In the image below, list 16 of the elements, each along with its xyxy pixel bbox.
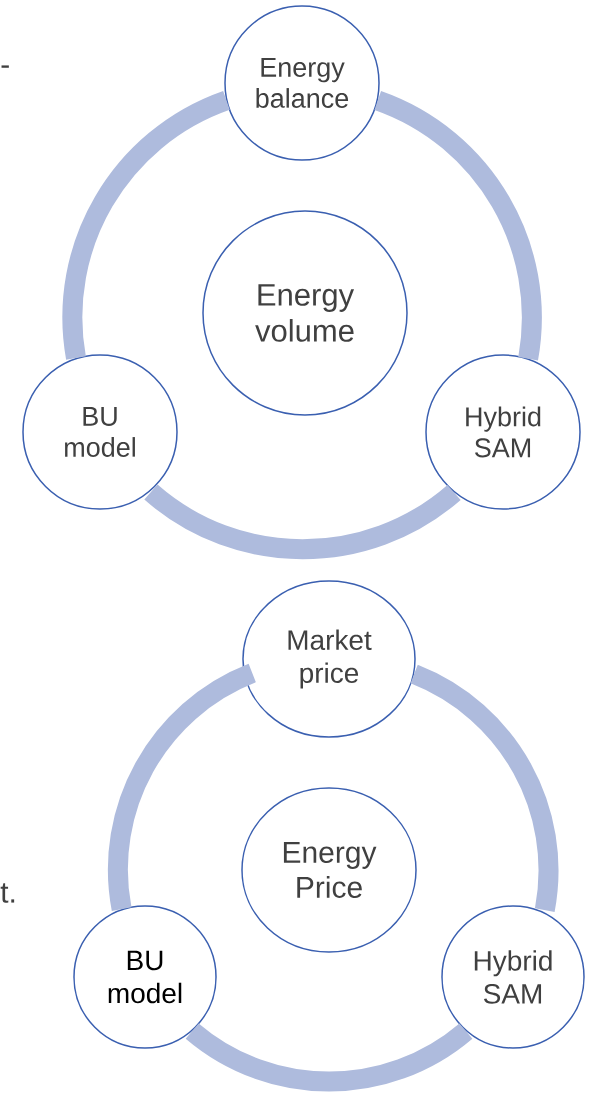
circle-node: Market price	[242, 580, 416, 738]
circle-node: Hybrid SAM	[425, 354, 581, 510]
circle-node: BU model	[73, 905, 217, 1049]
circle-node: Energy balance	[224, 5, 380, 161]
text-fragment: t.	[0, 883, 15, 903]
ring-arc	[108, 663, 257, 911]
circle-node: BU model	[22, 354, 178, 510]
text-fragment: -	[1, 65, 9, 68]
ring-arc	[186, 1023, 472, 1092]
ring-arc	[62, 91, 231, 360]
ring-arc	[410, 664, 559, 912]
ring-arc	[373, 91, 542, 360]
circle-node: Hybrid SAM	[441, 905, 585, 1049]
circle-node: Energy volume	[202, 210, 408, 416]
ring-arc	[144, 484, 461, 560]
circle-node: Energy Price	[241, 787, 417, 953]
